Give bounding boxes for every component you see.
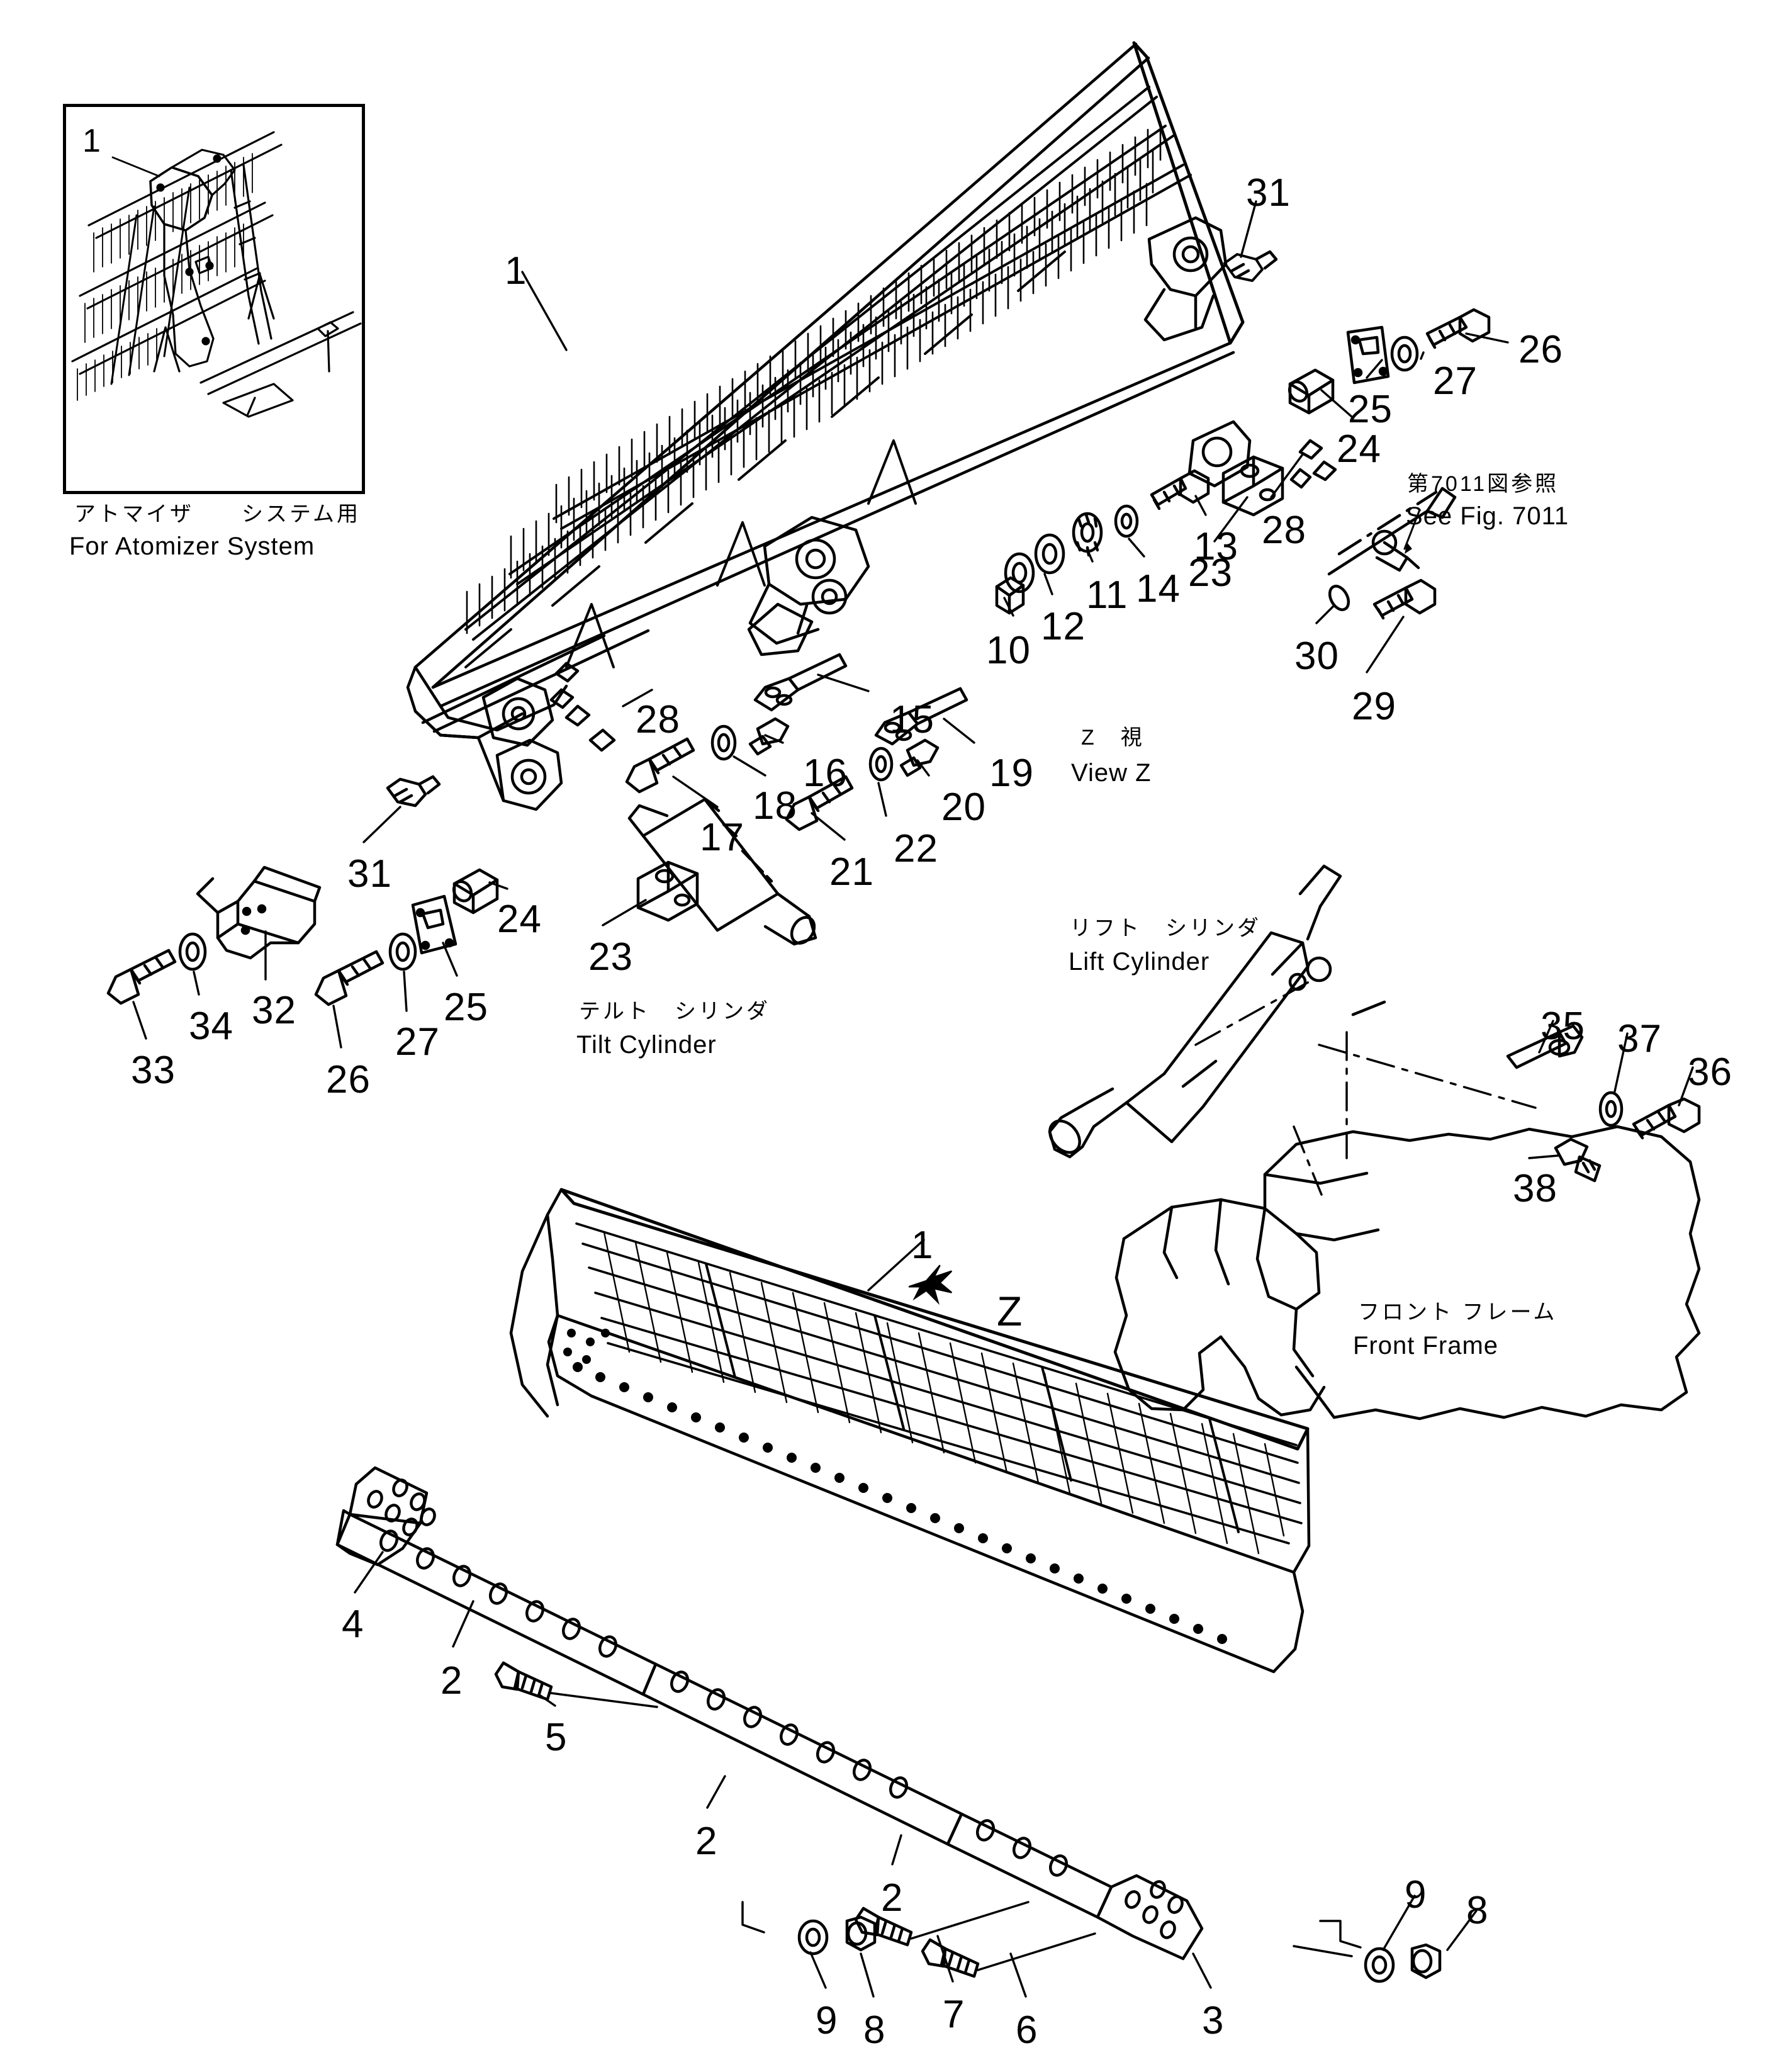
part-callout-5: 5 xyxy=(545,1716,568,1759)
part-callout-4: 4 xyxy=(342,1602,364,1646)
part-callout-33: 33 xyxy=(131,1049,176,1092)
part-callout-1: 1 xyxy=(911,1224,934,1267)
part-callout-8: 8 xyxy=(863,2008,886,2052)
part-callout-31: 31 xyxy=(1246,171,1291,215)
lift-cylinder-front-frame xyxy=(1048,864,1701,1421)
part-callout-25: 25 xyxy=(444,986,488,1029)
inset-callout-1: 1 xyxy=(82,123,101,159)
lift-cylinder-label-jp: リフト シリンダ xyxy=(1070,916,1261,940)
view-z-label-jp: Z 視 xyxy=(1081,726,1145,750)
part-callout-1: 1 xyxy=(505,249,527,293)
atomizer-inset-artwork xyxy=(71,131,362,418)
part-callout-2: 2 xyxy=(881,1876,904,1920)
part-callout-37: 37 xyxy=(1617,1017,1662,1061)
part-callout-25: 25 xyxy=(1348,388,1393,431)
part-callout-30: 30 xyxy=(1294,634,1339,678)
part-callout-31: 31 xyxy=(347,852,392,896)
part-callout-10: 10 xyxy=(986,629,1031,672)
atomizer-inset-panel: 1 xyxy=(63,104,365,494)
part-callout-23: 23 xyxy=(588,935,633,979)
part-callout-27: 27 xyxy=(1433,359,1478,403)
part-callout-32: 32 xyxy=(252,989,296,1032)
part-callout-26: 26 xyxy=(326,1058,371,1101)
part-callout-22: 22 xyxy=(894,827,938,870)
part-callout-35: 35 xyxy=(1540,1005,1585,1048)
part-callout-27: 27 xyxy=(395,1020,440,1064)
part-callout-24: 24 xyxy=(497,898,542,941)
leader-lines xyxy=(132,200,1694,1998)
part-callout-34: 34 xyxy=(189,1005,233,1048)
inset-caption-en: For Atomizer System xyxy=(69,532,315,560)
part-callout-2: 2 xyxy=(695,1820,718,1863)
front-frame-label-jp: フロント フレーム xyxy=(1358,1300,1557,1324)
part-callout-28: 28 xyxy=(1262,509,1306,552)
part-callout-6: 6 xyxy=(1016,2008,1038,2052)
part-callout-2: 2 xyxy=(441,1659,463,1703)
part-callout-13: 13 xyxy=(1194,525,1238,568)
part-callout-3: 3 xyxy=(1202,1999,1225,2042)
part-callout-36: 36 xyxy=(1688,1050,1732,1094)
hardware-upper-right xyxy=(995,250,1491,620)
see-fig-label-en: See Fig. 7011 xyxy=(1406,502,1569,530)
see-fig-label-jp: 第7011図参照 xyxy=(1407,472,1559,496)
part-callout-16: 16 xyxy=(803,752,848,795)
part-callout-26: 26 xyxy=(1518,328,1563,371)
part-callout-9: 9 xyxy=(1405,1873,1427,1917)
tilt-cylinder-label-en: Tilt Cylinder xyxy=(576,1031,717,1059)
part-callout-11: 11 xyxy=(1086,573,1128,617)
view-z-label-en: View Z xyxy=(1071,759,1152,787)
part-callout-38: 38 xyxy=(1513,1167,1557,1210)
part-callout-19: 19 xyxy=(989,752,1034,795)
view-direction-arrow-marker xyxy=(908,1264,953,1305)
lift-cylinder-label-en: Lift Cylinder xyxy=(1069,948,1210,976)
lower-blade-assembly xyxy=(335,1188,1442,1983)
part-callout-20: 20 xyxy=(941,785,986,829)
tilt-cylinder-label-jp: テルト シリンダ xyxy=(579,999,770,1023)
inset-caption-jp: アトマイザ システム用 xyxy=(74,502,361,526)
part-callout-29: 29 xyxy=(1352,685,1396,728)
part-callout-15: 15 xyxy=(890,698,934,741)
hardware-center xyxy=(386,653,968,946)
upper-blade-assembly xyxy=(406,41,1252,811)
z-view-marker-label: Z xyxy=(997,1288,1023,1334)
part-callout-24: 24 xyxy=(1337,427,1381,471)
front-frame-label-en: Front Frame xyxy=(1353,1332,1499,1360)
part-callout-8: 8 xyxy=(1466,1889,1489,1932)
part-callout-21: 21 xyxy=(829,850,874,894)
part-callout-18: 18 xyxy=(753,784,797,828)
part-callout-9: 9 xyxy=(816,1999,838,2042)
hardware-lower-left xyxy=(106,865,457,1006)
part-callout-14: 14 xyxy=(1136,567,1181,611)
part-callout-28: 28 xyxy=(636,698,680,741)
part-callout-7: 7 xyxy=(943,1993,965,2036)
part-callout-17: 17 xyxy=(700,816,744,859)
part-callout-23: 23 xyxy=(1188,551,1233,595)
part-callout-12: 12 xyxy=(1041,605,1086,648)
